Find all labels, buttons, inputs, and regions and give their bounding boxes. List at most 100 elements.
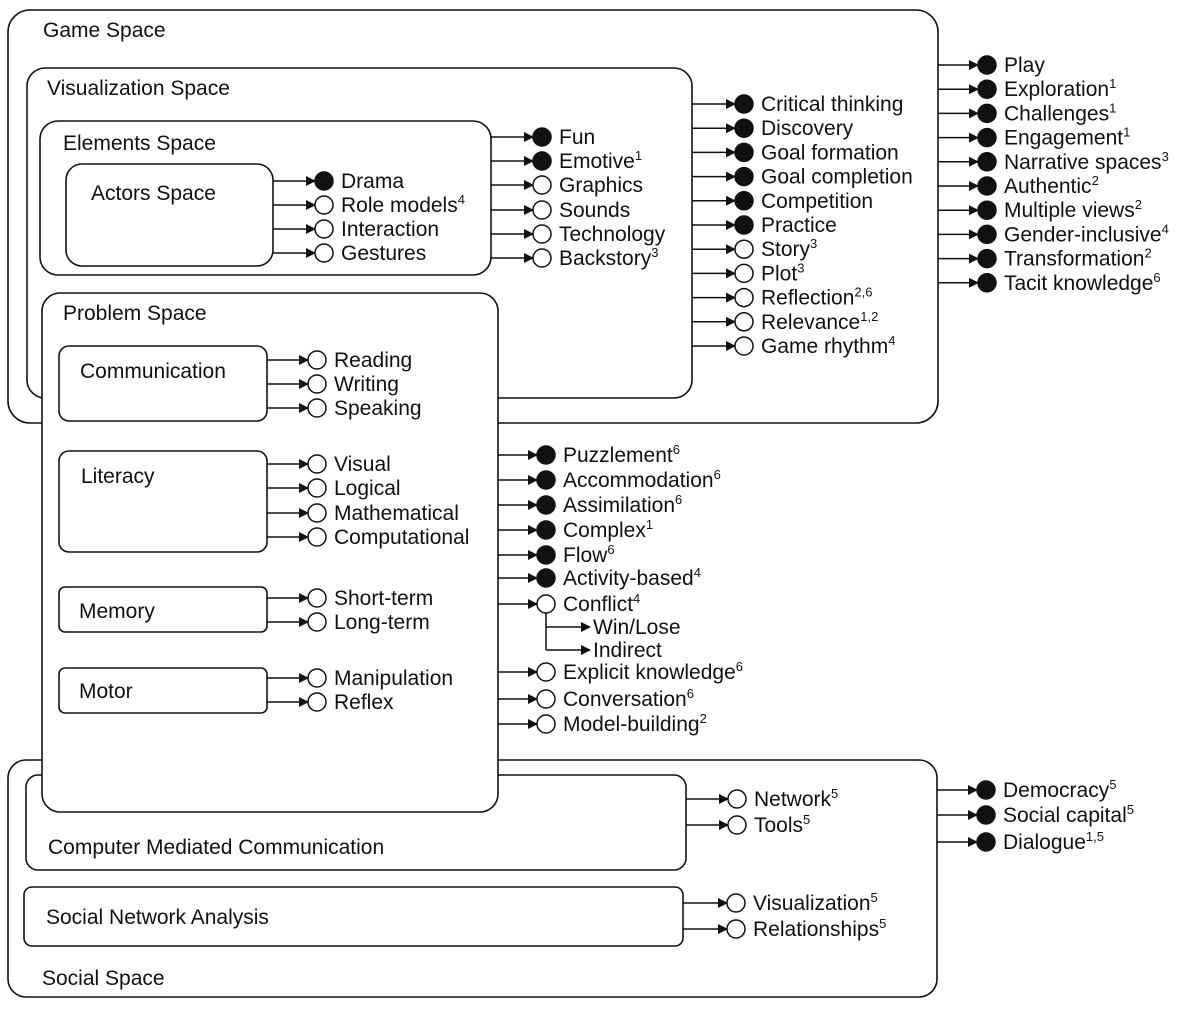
open-circle-icon (307, 668, 327, 688)
node-label: Authentic2 (1004, 173, 1099, 198)
node-label: Complex1 (563, 517, 653, 542)
node-label: Social capital5 (1003, 802, 1134, 827)
filled-circle-icon (314, 171, 334, 191)
node-label: Backstory3 (559, 245, 658, 270)
elements-space-label: Elements Space (63, 132, 216, 155)
problem-space-box (41, 292, 499, 813)
open-circle-icon (726, 919, 746, 939)
node-label: Model-building2 (563, 711, 707, 736)
filled-circle-icon (977, 200, 997, 220)
filled-circle-icon (532, 151, 552, 171)
filled-circle-icon (977, 224, 997, 245)
filled-circle-icon (734, 166, 754, 187)
node-label: Accommodation6 (563, 467, 721, 492)
visualization-space-label: Visualization Space (47, 77, 230, 100)
open-circle-icon (734, 287, 754, 308)
open-circle-icon (734, 336, 754, 356)
filled-circle-icon (734, 118, 754, 138)
motor-box (58, 667, 268, 714)
node-label: Goal completion (761, 166, 913, 189)
filled-circle-icon (532, 127, 552, 147)
node-label: Logical (334, 477, 401, 500)
actors-space-label: Actors Space (91, 182, 216, 205)
open-circle-icon (307, 588, 327, 608)
filled-circle-icon (536, 470, 556, 490)
node-label: Story3 (761, 236, 817, 261)
open-circle-icon (536, 689, 556, 709)
node-label: Mathematical (334, 502, 459, 525)
node-label: Activity-based4 (563, 565, 701, 590)
node-label: Visual (334, 453, 391, 476)
open-circle-icon (727, 789, 747, 809)
filled-circle-icon (977, 127, 997, 148)
filled-circle-icon (977, 176, 997, 196)
node-label: Role models4 (341, 192, 465, 217)
node-label: Discovery (761, 117, 854, 140)
node-label: Writing (334, 373, 399, 396)
open-circle-icon (532, 175, 552, 195)
motor-label: Motor (79, 680, 133, 703)
problem-space-label: Problem Space (63, 302, 207, 325)
open-circle-icon (532, 224, 552, 244)
node-label: Gestures (341, 242, 426, 265)
node-label: Plot3 (761, 260, 804, 285)
filled-circle-icon (536, 495, 556, 515)
open-circle-icon (532, 200, 552, 220)
open-circle-icon (536, 594, 556, 614)
communication-label: Communication (80, 360, 226, 383)
open-circle-icon (734, 263, 754, 284)
node-label: Relevance1,2 (761, 309, 878, 334)
node-label: Multiple views2 (1004, 197, 1142, 222)
node-label: Practice (761, 214, 837, 237)
sna-box (23, 886, 684, 947)
filled-circle-icon (536, 568, 556, 588)
filled-circle-icon (977, 79, 997, 99)
node-label: Transformation2 (1004, 246, 1152, 271)
open-circle-icon (314, 195, 334, 215)
node-label: Assimilation6 (563, 492, 682, 517)
node-label: Long-term (334, 611, 430, 634)
node-label: Explicit knowledge6 (563, 659, 743, 684)
node-label: Conversation6 (563, 686, 694, 711)
open-circle-icon (536, 662, 556, 682)
node-label: Win/Lose (593, 616, 681, 639)
node-label: Conflict4 (563, 591, 640, 616)
node-label: Drama (341, 170, 404, 193)
node-label: Manipulation (334, 667, 453, 690)
open-circle-icon (532, 248, 552, 268)
node-label: Reflection2,6 (761, 285, 872, 310)
node-label: Short-term (334, 587, 433, 610)
actors-space-box (65, 163, 274, 267)
node-label: Reading (334, 349, 412, 372)
open-circle-icon (726, 893, 746, 913)
memory-box (58, 586, 268, 633)
social-space-label: Social Space (42, 967, 165, 990)
open-circle-icon (314, 243, 334, 263)
open-circle-icon (307, 478, 327, 498)
open-circle-icon (307, 374, 327, 394)
node-label: Flow6 (563, 542, 615, 567)
open-circle-icon (314, 219, 334, 239)
node-label: Sounds (559, 199, 630, 222)
literacy-box (58, 450, 268, 553)
node-label: Relationships5 (753, 916, 886, 941)
open-circle-icon (307, 503, 327, 523)
elements-space-box (39, 120, 492, 276)
node-label: Goal formation (761, 141, 899, 164)
open-circle-icon (307, 527, 327, 547)
filled-circle-icon (976, 832, 996, 852)
open-circle-icon (734, 239, 754, 259)
node-label: Speaking (334, 397, 422, 420)
filled-circle-icon (976, 805, 996, 825)
open-circle-icon (307, 398, 327, 418)
node-label: Computational (334, 526, 469, 549)
node-label: Dialogue1,5 (1003, 829, 1104, 854)
node-label: Challenges1 (1004, 100, 1116, 125)
filled-circle-icon (536, 545, 556, 565)
open-circle-icon (307, 350, 327, 370)
node-label: Interaction (341, 218, 439, 241)
open-circle-icon (536, 714, 556, 734)
node-label: Fun (559, 126, 595, 149)
node-label: Puzzlement6 (563, 442, 680, 467)
